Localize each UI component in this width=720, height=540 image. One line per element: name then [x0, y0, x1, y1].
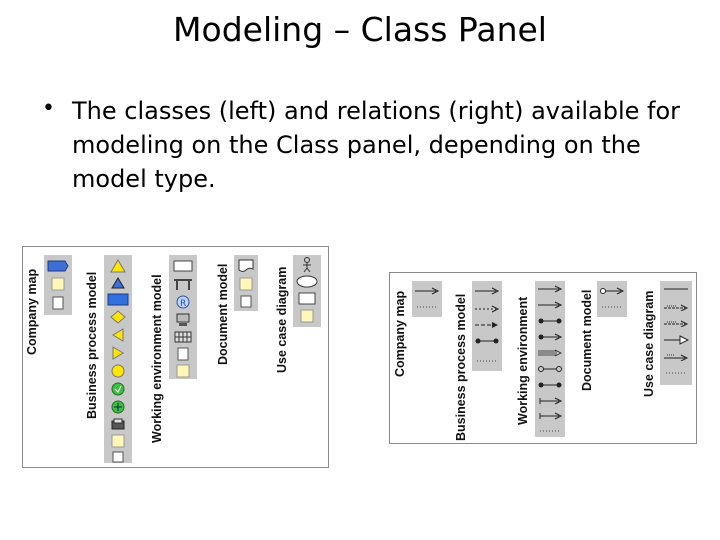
- arrow-relation-icon[interactable]: [537, 301, 563, 309]
- computer-icon[interactable]: [176, 313, 190, 327]
- class-square-icon[interactable]: [239, 277, 253, 291]
- business-process-model-label: Business process model: [454, 293, 468, 441]
- document-model-label: Document model: [580, 289, 594, 391]
- includes-relation-icon[interactable]: [663, 303, 689, 311]
- dot-line-relation-icon[interactable]: [537, 365, 563, 373]
- generalization-relation-icon[interactable]: [663, 335, 689, 345]
- business-process-classes-column: [104, 255, 132, 463]
- working-environment-label: Working environment: [516, 296, 530, 425]
- use-case-diagram-label: Use case diagram: [642, 290, 656, 397]
- dotted-relation-icon[interactable]: [414, 305, 440, 309]
- document-model-label: Document model: [216, 263, 230, 365]
- dashed-arrow-relation-icon[interactable]: [474, 321, 500, 329]
- dot-line-relation-icon[interactable]: [474, 337, 500, 345]
- warning-triangle-icon[interactable]: [110, 259, 126, 273]
- triangle-right-icon[interactable]: [112, 346, 124, 360]
- dotted-relation-icon[interactable]: [599, 305, 625, 309]
- process-block-icon[interactable]: [47, 260, 69, 272]
- arrow-relation-icon[interactable]: [537, 285, 563, 293]
- slide-title: Modeling – Class Panel: [173, 10, 547, 49]
- bullet-text: The classes (left) and relations (right)…: [72, 97, 681, 193]
- working-environment-classes-column: R: [169, 255, 197, 379]
- working-environment-model-label: Working environment model: [150, 274, 164, 443]
- arrow-relation-icon[interactable]: [414, 287, 440, 295]
- grid-icon[interactable]: [174, 331, 192, 343]
- circle-yellow-icon[interactable]: [111, 364, 125, 378]
- circle-green-icon[interactable]: [111, 382, 125, 396]
- class-square-icon[interactable]: [300, 309, 314, 323]
- dotted-relation-icon[interactable]: [537, 429, 563, 433]
- class-square-outline-icon[interactable]: [177, 347, 189, 361]
- arrow-relation-icon[interactable]: [537, 412, 563, 420]
- actor-icon[interactable]: [300, 257, 314, 273]
- ellipse-icon[interactable]: [296, 275, 318, 288]
- arrow-relation-icon[interactable]: [474, 287, 500, 295]
- activity-icon[interactable]: [107, 293, 129, 306]
- use-case-relations-column: [660, 281, 692, 385]
- company-map-relations-column: [412, 281, 442, 317]
- relations-panel-image: Company map Business process model Worki…: [389, 272, 697, 444]
- class-square-outline-icon[interactable]: [240, 295, 252, 308]
- decision-diamond-icon[interactable]: [110, 310, 126, 324]
- dotted-relation-icon[interactable]: [474, 359, 500, 363]
- classes-panel-image: Company map Business process model: [22, 246, 329, 468]
- svg-text:R: R: [180, 299, 186, 309]
- triangle-icon[interactable]: [111, 277, 125, 289]
- circle-arrow-relation-icon[interactable]: [599, 287, 625, 295]
- rectangle-icon[interactable]: [298, 292, 316, 305]
- arrow-relation-icon[interactable]: [537, 397, 563, 405]
- document-model-relations-column: [597, 281, 627, 317]
- bullet-icon: •: [42, 96, 55, 121]
- dotted-relation-icon[interactable]: [663, 371, 689, 375]
- printer-icon[interactable]: [111, 418, 125, 430]
- company-map-label: Company map: [25, 268, 39, 355]
- resource-icon[interactable]: R: [176, 295, 190, 309]
- dot-line-relation-icon[interactable]: [537, 381, 563, 389]
- business-process-model-label: Business process model: [85, 271, 99, 419]
- class-square-outline-icon[interactable]: [52, 296, 64, 310]
- business-process-relations-column: [472, 281, 502, 371]
- class-square-outline-icon[interactable]: [112, 451, 124, 463]
- class-square-icon[interactable]: [111, 434, 125, 448]
- document-icon[interactable]: [238, 259, 254, 273]
- circle-green-variant-icon[interactable]: [111, 400, 125, 414]
- dotted-arrow-relation-icon[interactable]: [474, 305, 500, 313]
- dot-arrow-relation-icon[interactable]: [537, 333, 563, 341]
- table-icon[interactable]: [173, 277, 193, 291]
- use-case-classes-column: [293, 255, 321, 327]
- class-square-icon[interactable]: [51, 277, 65, 291]
- triangle-left-icon[interactable]: [112, 328, 124, 342]
- line-relation-icon[interactable]: [663, 287, 689, 291]
- use-case-diagram-label: Use case diagram: [275, 266, 289, 373]
- working-environment-relations-column: [535, 281, 565, 437]
- company-map-classes-column: [44, 255, 72, 315]
- extends-relation-icon[interactable]: [663, 319, 689, 327]
- company-map-label: Company map: [393, 290, 407, 377]
- uses-relation-icon[interactable]: [663, 353, 689, 361]
- dot-line-relation-icon[interactable]: [537, 317, 563, 325]
- rectangle-icon[interactable]: [173, 260, 193, 272]
- document-model-classes-column: [234, 255, 258, 311]
- class-square-icon[interactable]: [176, 364, 190, 378]
- multi-arrow-relation-icon[interactable]: [537, 349, 563, 357]
